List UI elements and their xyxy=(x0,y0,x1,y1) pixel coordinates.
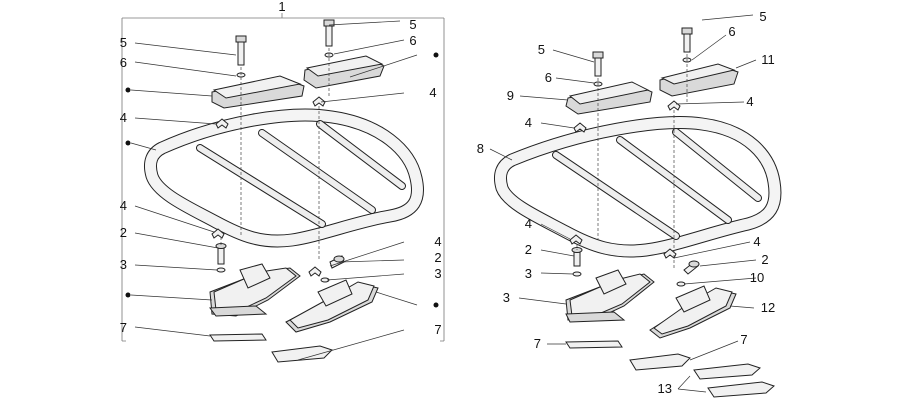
callout-label: 12 xyxy=(761,300,775,315)
callout-label: 4 xyxy=(525,216,532,231)
callout-label: 13 xyxy=(658,381,672,396)
callout-label: 11 xyxy=(761,52,775,67)
callout-label: 2 xyxy=(525,242,532,257)
dot-marker xyxy=(125,292,131,298)
rack-frame-right xyxy=(493,116,782,258)
callout-label: 5 xyxy=(120,35,127,50)
gasket-right-13b xyxy=(707,381,775,398)
callout-label: 2 xyxy=(120,225,127,240)
callout-label: 9 xyxy=(507,88,514,103)
callout-label: 7 xyxy=(120,320,127,335)
gasket-right-13a xyxy=(693,363,761,380)
rack-frame-left xyxy=(143,108,424,248)
upper-clamp-right-9 xyxy=(565,81,653,115)
callout-label: 8 xyxy=(477,141,484,156)
callout-label: 6 xyxy=(728,24,735,39)
callout-label: 4 xyxy=(120,110,127,125)
clip-left-d xyxy=(308,266,322,277)
callout-label: 5 xyxy=(409,17,416,32)
callout-label: 3 xyxy=(120,257,127,272)
lower-mount-right-12 xyxy=(649,285,737,339)
gasket-left-b xyxy=(271,345,333,363)
lower-mount-left-b xyxy=(285,279,379,333)
pin-right-a xyxy=(571,247,583,277)
right-assembly: 5 6 5 6 9 11 4 4 8 4 2 3 4 2 3 10 12 7 7… xyxy=(477,9,782,398)
callout-label: 7 xyxy=(740,332,747,347)
callout-label: 5 xyxy=(759,9,766,24)
upper-clamp-right-11 xyxy=(659,63,739,97)
callout-label: 4 xyxy=(429,85,436,100)
dot-marker xyxy=(433,302,439,308)
callout-label: 4 xyxy=(434,234,441,249)
callout-label: 5 xyxy=(538,42,545,57)
callout-label: 7 xyxy=(434,322,441,337)
callout-label: 7 xyxy=(534,336,541,351)
lower-mount-left-a xyxy=(209,263,301,317)
callout-label: 4 xyxy=(753,234,760,249)
clip-right-b xyxy=(667,100,681,111)
dot-marker xyxy=(125,140,131,146)
clip-right-a xyxy=(573,122,587,133)
callout-label: 6 xyxy=(120,55,127,70)
dot-marker xyxy=(433,52,439,58)
pin-right-b xyxy=(676,260,700,287)
callout-label: 4 xyxy=(525,115,532,130)
bolt-left-top-a xyxy=(235,35,247,78)
clip-left-c xyxy=(211,228,225,239)
callout-label: 3 xyxy=(503,290,510,305)
group-1-label: 1 xyxy=(278,0,285,14)
callout-label: 6 xyxy=(545,70,552,85)
gasket-left-a xyxy=(209,333,267,342)
callout-label: 2 xyxy=(434,250,441,265)
callout-label: 3 xyxy=(434,266,441,281)
clip-left-a xyxy=(215,118,229,129)
group-1-frame xyxy=(121,13,445,342)
left-assembly: 1 xyxy=(120,0,445,363)
callout-label: 10 xyxy=(750,270,764,285)
upper-clamp-left-a xyxy=(211,75,305,109)
callout-label: 4 xyxy=(746,94,753,109)
callout-label: 4 xyxy=(120,198,127,213)
clip-left-b xyxy=(312,96,326,107)
callout-label: 3 xyxy=(525,266,532,281)
pin-left-a xyxy=(215,243,227,273)
dot-marker xyxy=(125,87,131,93)
gasket-right-b xyxy=(629,353,691,371)
gasket-right-a xyxy=(565,340,623,349)
callout-label: 2 xyxy=(761,252,768,267)
callout-label: 6 xyxy=(409,33,416,48)
upper-clamp-left-b xyxy=(303,55,385,89)
clip-right-c xyxy=(569,234,583,245)
pin-left-b xyxy=(320,255,345,283)
bolt-left-top-b xyxy=(323,19,335,58)
lower-mount-right-10 xyxy=(565,269,655,323)
